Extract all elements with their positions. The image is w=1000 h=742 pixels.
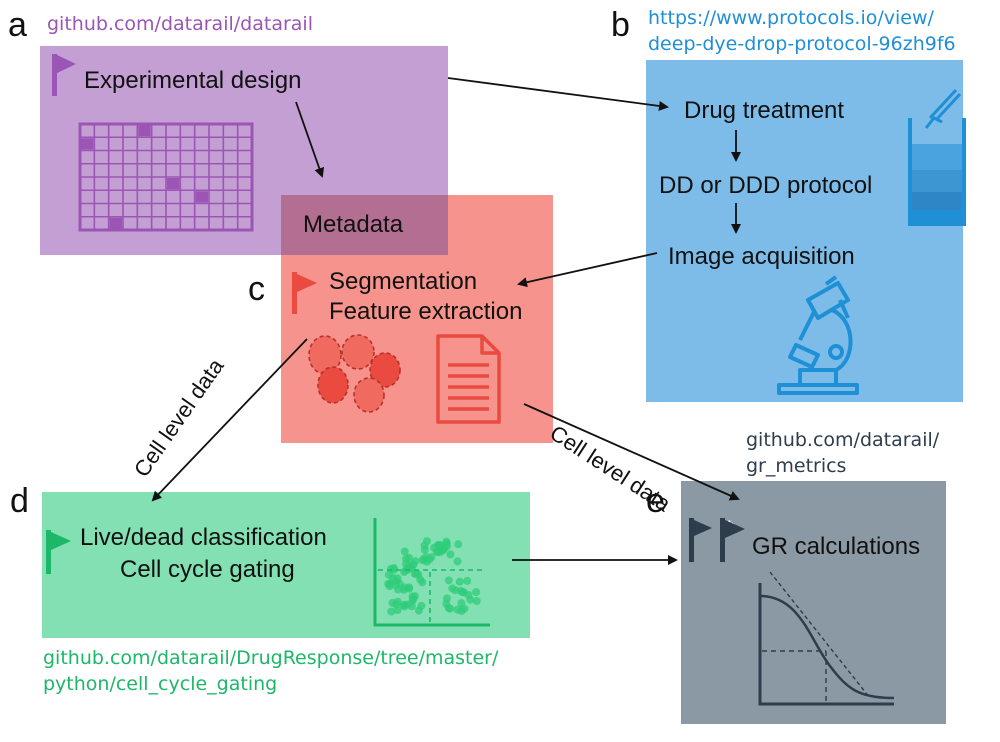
dose-response-curve-icon <box>758 571 895 706</box>
panel-b-url-line1[interactable]: https://www.protocols.io/view/ <box>648 7 934 29</box>
panel-b-letter: b <box>611 6 630 44</box>
arrow-b-to-c <box>517 252 658 288</box>
arrows <box>151 77 741 565</box>
panel-a-title: Experimental design <box>84 67 302 94</box>
metadata-label: Metadata <box>303 211 404 238</box>
plate-well-filled <box>167 178 180 190</box>
scatter-dot <box>463 576 472 585</box>
scatter-dot <box>453 557 462 566</box>
panel-c-line1: Segmentation <box>329 268 478 295</box>
panel-c-line2: Feature extraction <box>329 298 523 325</box>
scatter-dot <box>389 564 398 573</box>
panel-d-line2: Cell cycle gating <box>120 556 295 583</box>
plate-well-filled <box>195 191 208 203</box>
scatter-dot <box>400 547 409 556</box>
scatter-plot-icon <box>373 518 490 627</box>
arrow-c-to-e <box>523 403 740 501</box>
flag-icon <box>46 530 71 574</box>
panel-d-letter: d <box>10 482 29 520</box>
scatter-dot <box>405 584 414 593</box>
scatter-dot <box>457 606 466 615</box>
scatter-dot <box>440 544 449 553</box>
scatter-dot <box>446 550 455 559</box>
pipette-beaker-icon <box>908 88 966 226</box>
scatter-dot <box>444 576 453 585</box>
scatter-dot <box>464 590 473 599</box>
scatter-dot <box>472 597 481 606</box>
panel-d-url-line2[interactable]: python/cell_cycle_gating <box>43 673 278 695</box>
panel-d-box <box>42 492 530 638</box>
flag-icon <box>689 518 712 562</box>
flag-icon <box>292 272 317 314</box>
panel-e-url-line1[interactable]: github.com/datarail/ <box>746 429 940 451</box>
plate-well-filled <box>81 138 94 150</box>
metadata-overlap <box>281 195 448 255</box>
scatter-dot <box>409 594 418 603</box>
panel-e-title: GR calculations <box>752 533 921 560</box>
scatter-dot <box>392 600 401 609</box>
panel-b-step1: Drug treatment <box>684 97 845 124</box>
scatter-dot <box>402 554 411 563</box>
scatter-dot <box>425 555 434 564</box>
panel-e-url-line2[interactable]: gr_metrics <box>746 455 847 477</box>
document-icon <box>436 334 501 424</box>
cells-icon <box>308 334 401 413</box>
scatter-dot <box>392 577 401 586</box>
panel-b-url-line2[interactable]: deep-dye-drop-protocol-96zh9f6 <box>648 33 956 55</box>
scatter-dot <box>387 607 396 616</box>
arrow-c-to-d <box>151 338 308 502</box>
scatter-dot <box>409 560 418 569</box>
panel-b-step2: DD or DDD protocol <box>659 172 873 199</box>
panel-a-letter: a <box>8 6 27 44</box>
scatter-dot <box>394 585 403 594</box>
scatter-dot <box>386 579 395 588</box>
plate-well-filled <box>109 217 122 229</box>
panel-a-url[interactable]: github.com/datarail/datarail <box>47 13 313 35</box>
scatter-dot <box>423 537 432 546</box>
scatter-dot <box>443 594 452 603</box>
scatter-dot <box>417 601 426 610</box>
panel-c-letter: c <box>248 270 265 308</box>
scatter-dot <box>472 588 481 597</box>
scatter-dot <box>455 577 464 586</box>
flag-icon <box>52 54 76 96</box>
panel-e-letter: e <box>646 482 665 520</box>
scatter-dot <box>420 545 429 554</box>
arrow-a-to-b <box>447 77 669 111</box>
scatter-dot <box>403 600 412 609</box>
panel-d-line1: Live/dead classification <box>80 524 327 551</box>
scatter-dot <box>419 556 428 565</box>
panel-b-box <box>646 60 963 402</box>
panel-b-step3: Image acquisition <box>668 243 855 270</box>
scatter-dot <box>412 570 421 579</box>
microscope-icon <box>777 275 859 395</box>
plate-well-filled <box>138 125 151 137</box>
flag-star-icon <box>720 518 745 562</box>
scatter-dot <box>446 604 455 613</box>
scatter-dot <box>448 584 457 593</box>
scatter-dot <box>454 540 463 549</box>
well-plate-icon <box>78 122 254 232</box>
panel-d-url-line1[interactable]: github.com/datarail/DrugResponse/tree/ma… <box>43 647 499 669</box>
arrow-a-to-metadata <box>295 101 325 178</box>
